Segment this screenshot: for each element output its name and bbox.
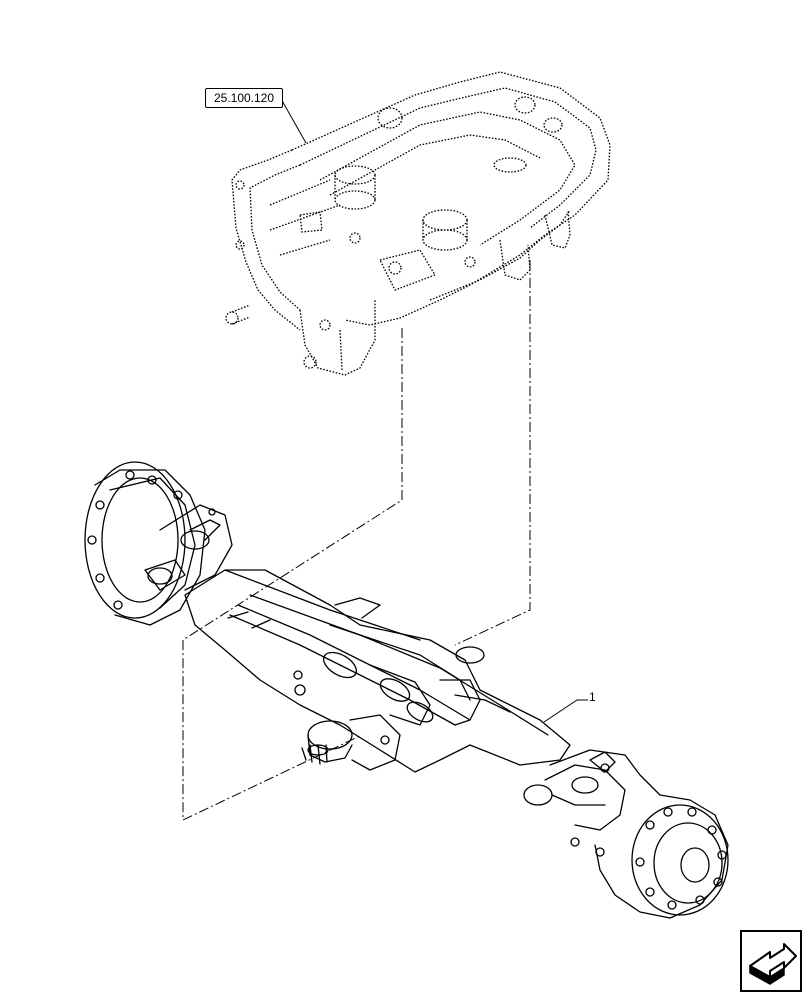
assembly-center-lines xyxy=(182,260,531,821)
leader-lines xyxy=(279,96,588,723)
next-page-arrow-icon[interactable] xyxy=(740,930,802,992)
front-axle-support-bracket xyxy=(225,71,611,376)
right-wheel-hub xyxy=(523,749,729,919)
axle-housing xyxy=(184,569,571,773)
reference-section-label[interactable]: 25.100.120 xyxy=(205,88,283,108)
callout-number-1: 1 xyxy=(589,690,596,704)
left-wheel-hub xyxy=(84,461,233,626)
differential-pinion xyxy=(301,714,401,771)
front-axle-assembly xyxy=(84,461,729,919)
steering-cylinder xyxy=(227,604,471,726)
